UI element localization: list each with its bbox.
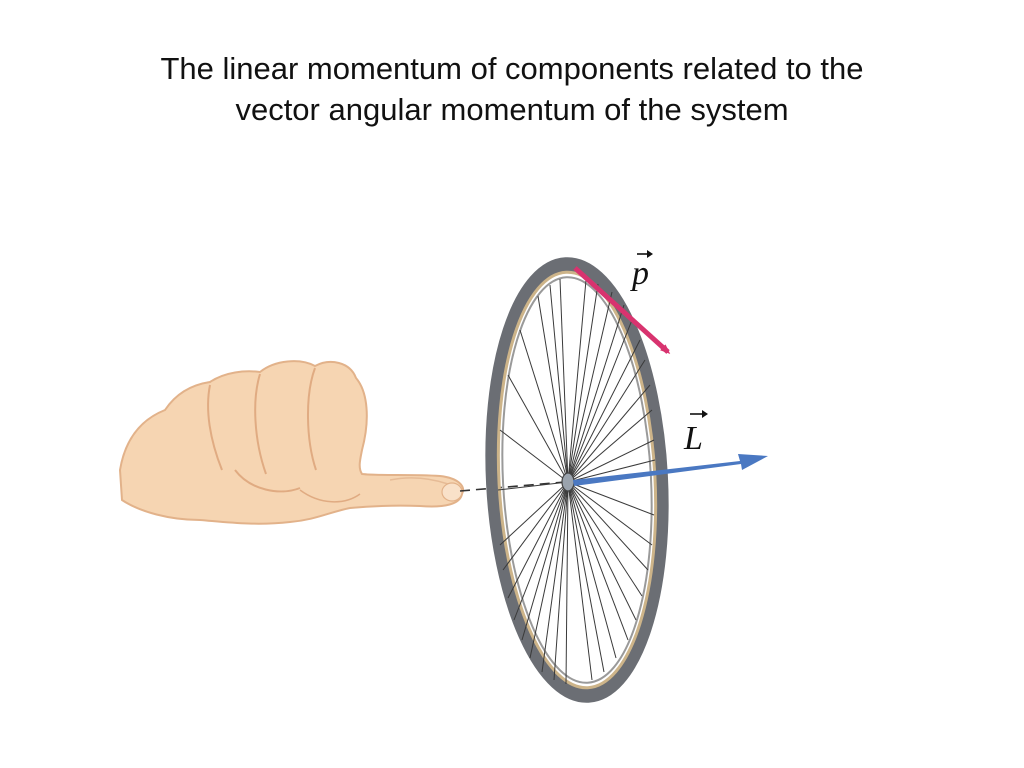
wheel-hub <box>561 472 575 492</box>
L-arrow <box>573 454 768 486</box>
wheel-spokes <box>497 278 656 685</box>
slide-title: The linear momentum of components relate… <box>0 48 1024 130</box>
hand-shape <box>118 360 464 525</box>
tire <box>485 257 669 703</box>
title-line-2: vector angular momentum of the system <box>235 92 789 127</box>
hand-illustration <box>118 360 464 525</box>
title-line-1: The linear momentum of components relate… <box>160 51 864 86</box>
bicycle-wheel <box>485 257 669 703</box>
p-vector: p <box>573 250 671 355</box>
L-vector: L <box>573 410 768 486</box>
p-vector-arrow-icon <box>637 250 653 258</box>
p-arrow <box>573 266 671 355</box>
L-label: L <box>683 420 703 457</box>
p-label: p <box>630 255 649 292</box>
rotation-axis <box>459 481 566 492</box>
L-vector-arrow-icon <box>690 410 708 418</box>
